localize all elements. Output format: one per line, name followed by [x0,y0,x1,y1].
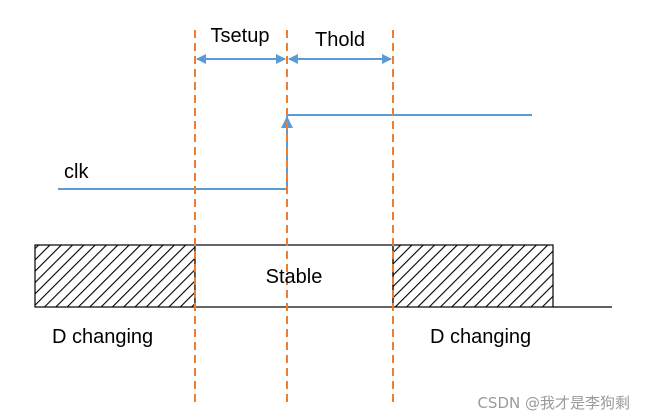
d-changing-right-region [392,244,554,308]
d-changing-left-region [34,244,196,308]
d-changing-left-label: D changing [52,326,153,348]
d-changing-right-label: D changing [430,326,531,348]
thold-label: Thold [315,29,365,51]
watermark: CSDN @我才是李狗剩 [477,394,630,412]
stable-label: Stable [266,266,323,288]
clock-waveform [58,114,532,190]
clk-label: clk [64,161,89,183]
tsetup-label: Tsetup [211,25,270,47]
stable-region [194,244,394,308]
